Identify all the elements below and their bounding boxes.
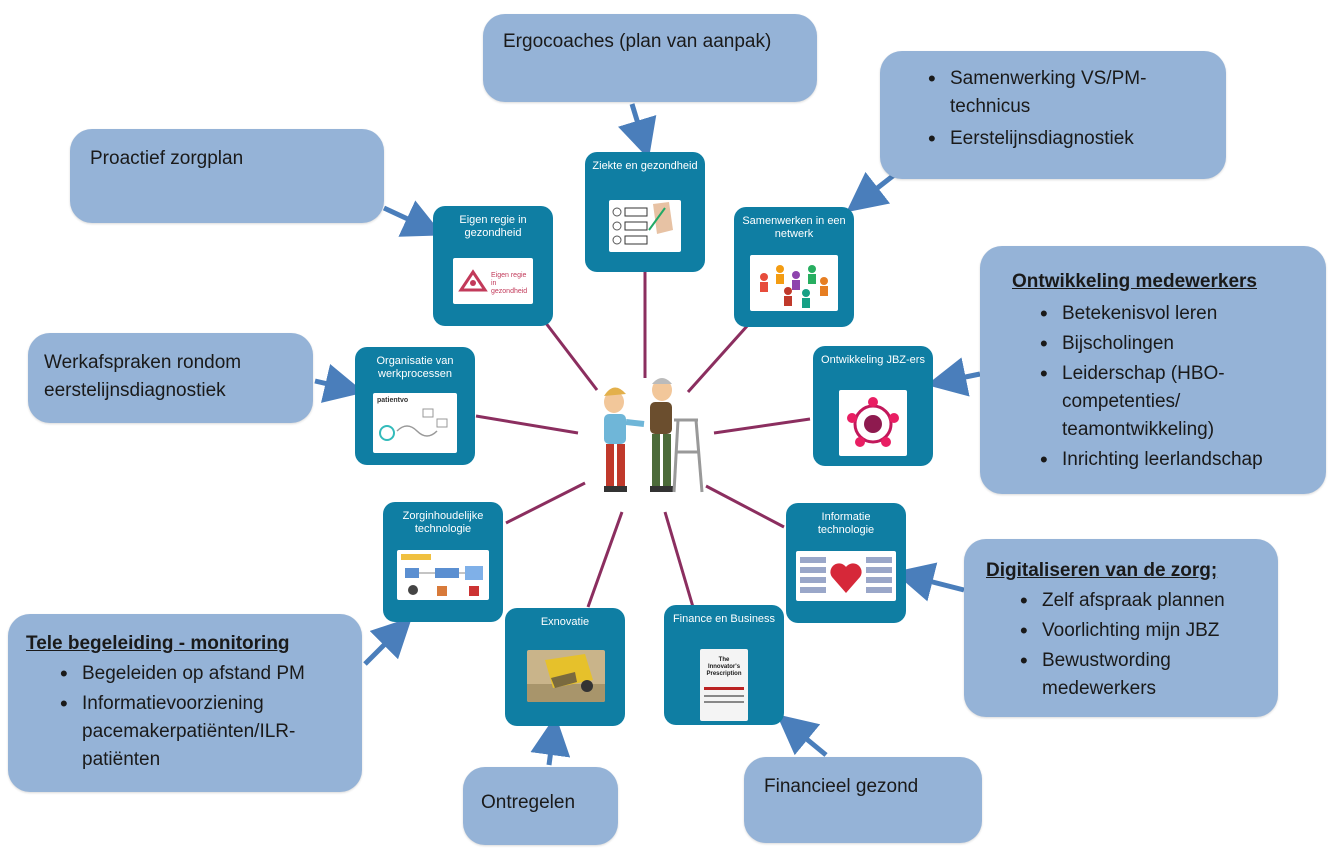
arrow-werkafspraken [314,363,365,403]
callout-proactief-text: Proactief zorgplan [90,148,244,169]
callout-ontregelen-text: Ontregelen [481,792,576,813]
list-item: Bewustwording medewerkers [1020,647,1182,703]
checklist-image-icon [609,200,681,252]
callout-financieel-text: Financieel gezond [764,776,919,797]
tile-title: Finance en Business [672,613,776,625]
callout-werkafspraken-text: Werkafspraken rondom eerstelijnsdiagnost… [44,352,242,401]
callout-ontwikkeling-medewerkers: Ontwikkeling medewerkers Betekenisvol le… [980,246,1326,494]
tile-title: Informatie technologie [817,511,875,536]
callout-financieel-gezond: Financieel gezond [744,757,982,843]
tile-title: Ziekte en gezondheid [592,160,698,172]
tile-samenwerken-netwerk: Samenwerken in een netwerk [734,207,854,327]
arrow-digitaliseren [893,562,965,602]
tile-title: Organisatie van werkprocessen [376,355,454,380]
digitaliseren-heading: Digitaliseren van de zorg; [986,560,1218,581]
tile-ziekte-en-gezondheid: Ziekte en gezondheid [585,152,705,272]
spokes [475,272,811,608]
tile-title: Exnovatie [540,616,590,628]
tele-list: Begeleiden op afstand PM Informatievoorz… [26,660,350,774]
tile-title: Ontwikkeling JBZ-ers [821,354,925,366]
ontwikkeling-heading: Ontwikkeling medewerkers [1012,271,1257,292]
digitaliseren-list: Zelf afspraak plannen Voorlichting mijn … [982,587,1264,703]
spoke-info-tech [705,484,785,529]
book-title: The Innovator's Prescription [706,657,742,677]
list-item: Leiderschap (HBO-competenties/ teamontwi… [1040,360,1252,444]
tile-informatie-technologie: Informatie technologie [786,503,906,623]
callout-ergocoaches: Ergocoaches (plan van aanpak) [483,14,817,102]
book-cover-icon: The Innovator's Prescription [700,649,748,721]
samenwerking-list: Samenwerking VS/PM-technicus Eerstelijns… [894,65,1212,153]
arrow-tele [363,616,413,666]
tile-title: Samenwerken in een netwerk [742,215,846,240]
tile-exnovatie: Exnovatie [505,608,625,726]
list-item: Bijscholingen [1040,330,1308,358]
tele-heading: Tele begeleiding - monitoring [26,633,290,654]
tile-finance-en-business: Finance en Business The Innovator's Pres… [664,605,784,725]
arrow-ergocoaches [618,103,657,160]
spoke-ontwikkeling [713,417,811,435]
list-item: Betekenisvol leren [1040,300,1308,328]
center-figure [590,372,710,504]
callout-werkafspraken: Werkafspraken rondom eerstelijnsdiagnost… [28,333,313,423]
bulldozer-image-icon [527,650,605,702]
tile-eigen-regie: Eigen regie in gezondheid Eigen regie in… [433,206,553,326]
development-cycle-icon [839,390,907,456]
spoke-zorg-tech [505,481,586,525]
spoke-finance [663,511,695,608]
tile-organisatie-werkprocessen: Organisatie van werkprocessen patientvo [355,347,475,465]
list-item: Informatievoorziening pacemakerpatiënten… [60,690,322,774]
callout-tele-begeleiding: Tele begeleiding - monitoring Begeleiden… [8,614,362,792]
spoke-exnovatie [586,511,624,608]
list-item: Zelf afspraak plannen [1020,587,1264,615]
tile-title: Eigen regie in gezondheid [459,214,527,239]
network-people-icon [750,255,838,311]
arrow-financieel [776,714,828,757]
callout-proactief-zorgplan: Proactief zorgplan [70,129,384,223]
elderly-person-with-walker-and-caregiver-icon [604,378,704,493]
eigen-regie-logo-icon: Eigen regie in gezondheid [453,258,533,304]
tile-zorginhoudelijke-technologie: Zorginhoudelijke technologie [383,502,503,622]
callout-digitaliseren: Digitaliseren van de zorg; Zelf afspraak… [964,539,1278,717]
list-item: Begeleiden op afstand PM [60,660,350,688]
callout-ontregelen: Ontregelen [463,767,618,845]
list-item: Voorlichting mijn JBZ [1020,617,1264,645]
tile-ontwikkeling-jbz-ers: Ontwikkeling JBZ-ers [813,346,933,466]
spoke-organisatie [475,414,579,435]
callout-ergocoaches-text: Ergocoaches (plan van aanpak) [503,31,772,52]
list-item: Inrichting leerlandschap [1040,446,1308,474]
spoke-samenwerken [686,323,750,394]
monitoring-diagram-icon [397,550,489,600]
tile-title: Zorginhoudelijke technologie [402,510,484,535]
ontwikkeling-list: Betekenisvol leren Bijscholingen Leiders… [998,300,1308,474]
spoke-eigen-regie [540,317,599,391]
eigen-regie-logo-text: Eigen regie in gezondheid [491,272,528,295]
list-item: Samenwerking VS/PM-technicus [928,65,1170,121]
list-item: Eerstelijnsdiagnostiek [928,125,1212,153]
callout-samenwerking: Samenwerking VS/PM-technicus Eerstelijns… [880,51,1226,179]
arrow-ontwikkeling [926,357,981,397]
organisatie-logo-text: patientvo [377,397,409,404]
arrow-proactief [382,200,444,237]
arrow-ontregelen [530,715,571,766]
heart-it-diagram-icon [796,551,896,601]
workflow-sketch-icon: patientvo [373,393,457,453]
